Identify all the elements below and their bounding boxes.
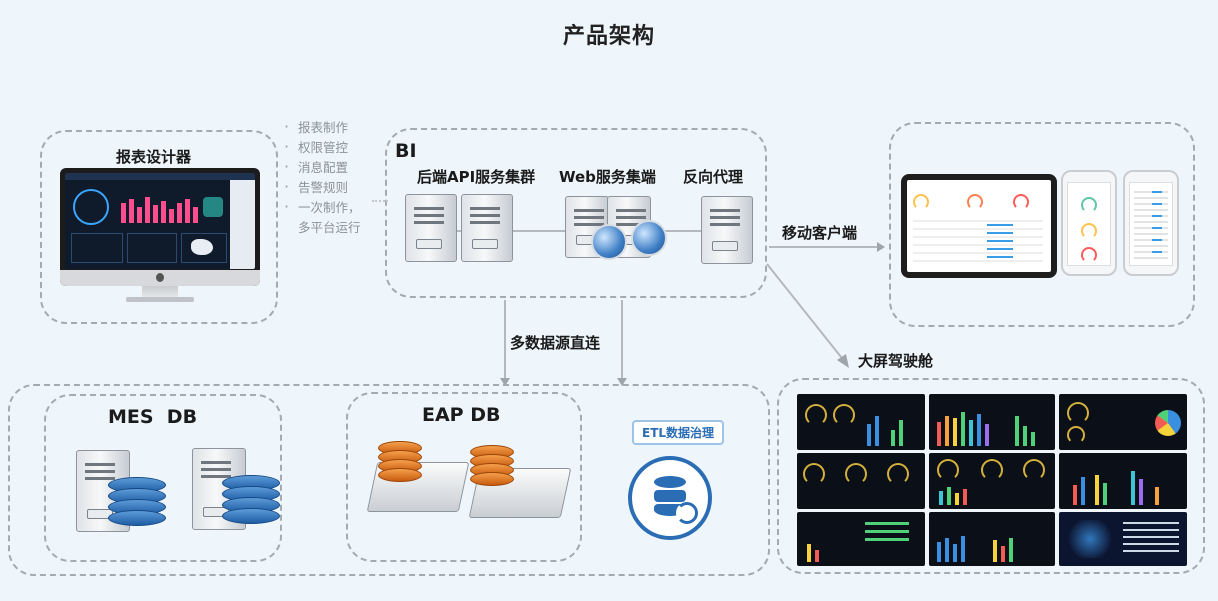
dashboard-panel	[1059, 394, 1187, 450]
dashboard-panel	[929, 512, 1055, 566]
report-designer-label: 报表设计器	[116, 148, 192, 166]
phone-icon	[1123, 170, 1179, 276]
backend-server-icon	[461, 194, 513, 262]
backend-server-icon	[405, 194, 457, 262]
globe-icon	[631, 220, 667, 256]
etl-badge: ETL数据治理	[632, 420, 725, 445]
feature-item: 权限管控	[282, 138, 361, 158]
dashboard-panel	[1059, 453, 1187, 509]
mobile-arrow	[769, 242, 885, 252]
feature-item: 一次制作，	[282, 198, 361, 218]
desktop-monitor-icon	[60, 168, 260, 304]
multi-source-arrow	[500, 300, 510, 386]
report-designer-box: 报表设计器	[40, 130, 278, 324]
feature-item: 消息配置	[282, 158, 361, 178]
proxy-server-icon	[701, 196, 753, 264]
feature-item: 告警规则	[282, 178, 361, 198]
dashboard-panel	[797, 512, 925, 566]
feature-item: 报表制作	[282, 118, 361, 138]
dashboard-panel	[929, 394, 1055, 450]
reverse-proxy-label: 反向代理	[683, 168, 744, 186]
dashboard-panel	[929, 453, 1055, 509]
big-screen-label: 大屏驾驶舱	[858, 352, 934, 370]
bi-label: BI	[395, 140, 417, 162]
mobile-client-box	[889, 122, 1195, 327]
multi-source-label: 多数据源直连	[510, 334, 601, 352]
dashboard-panel	[797, 394, 925, 450]
mes-db-box: MES DB	[44, 394, 282, 562]
bi-box: BI 后端API服务集群 Web服务集端 反向代理	[385, 128, 767, 298]
database-icon	[222, 475, 280, 524]
dashboard-panel	[797, 453, 925, 509]
designer-feature-list: 报表制作 权限管控 消息配置 告警规则 一次制作，	[282, 118, 361, 218]
mobile-client-label: 移动客户端	[782, 224, 858, 242]
bigscreen-arrow	[766, 263, 849, 368]
phone-icon	[1061, 170, 1117, 276]
mes-db-label: MES DB	[108, 406, 198, 428]
database-icon	[108, 477, 166, 526]
eap-db-box: EAP DB	[346, 392, 582, 562]
web-service-label: Web服务集端	[559, 168, 656, 186]
big-screen-box	[777, 378, 1205, 574]
globe-icon	[591, 224, 627, 260]
database-icon	[378, 441, 422, 482]
database-icon	[470, 445, 514, 486]
etl-database-sync-icon	[628, 456, 712, 540]
feature-item-continued: 多平台运行	[298, 220, 361, 235]
page-title: 产品架构	[562, 24, 655, 49]
data-layer-box	[8, 384, 770, 576]
backend-cluster-label: 后端API服务集群	[417, 168, 536, 186]
multi-source-arrow	[617, 300, 627, 386]
tablet-icon	[901, 174, 1057, 278]
eap-db-label: EAP DB	[422, 404, 501, 426]
dashboard-panel	[1059, 512, 1187, 566]
